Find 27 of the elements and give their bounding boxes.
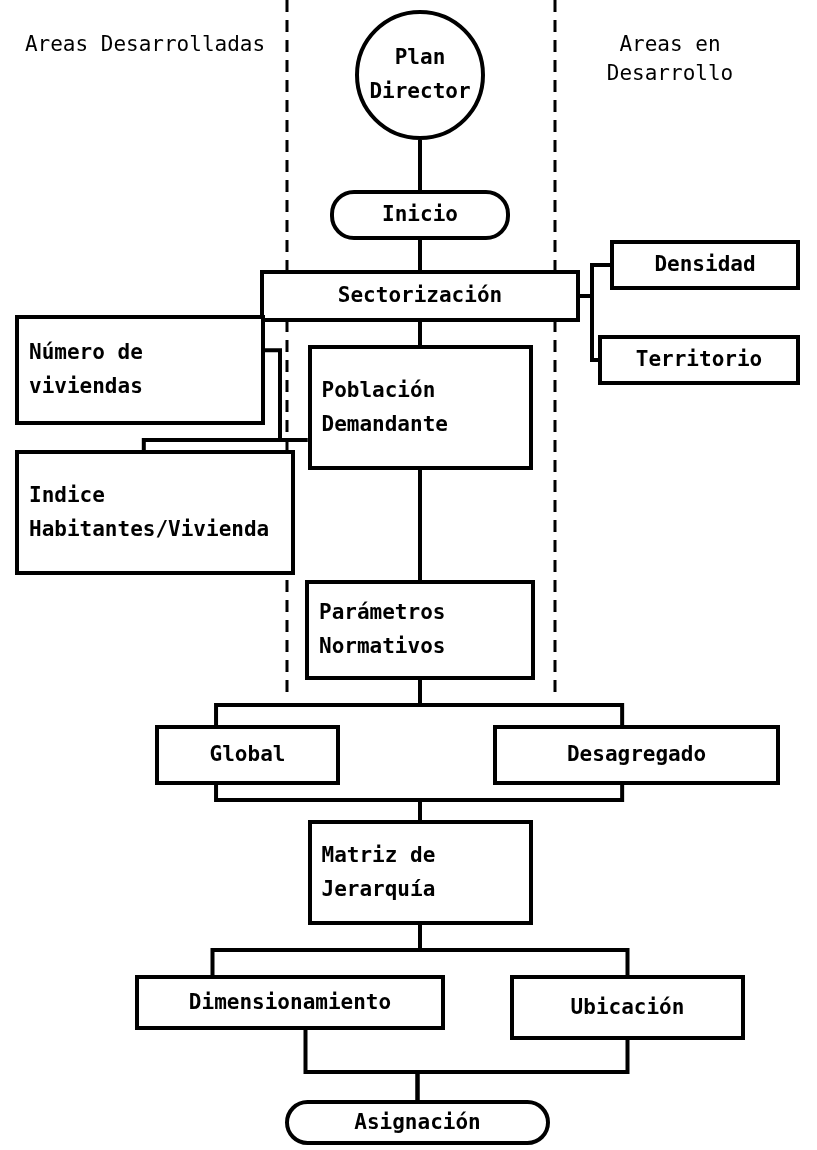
process-box: Desagregado (493, 725, 780, 785)
connector-line (418, 925, 630, 975)
process-box: Matriz de Jerarquía (307, 820, 533, 925)
connector-line (580, 294, 598, 362)
terminal-node: Asignación (285, 1100, 550, 1145)
process-box: Sectorización (260, 270, 580, 322)
process-box: Indice Habitantes/Vivienda (15, 450, 295, 575)
process-box: Población Demandante (307, 345, 533, 470)
terminal-node: Inicio (330, 190, 510, 240)
process-box: Dimensionamiento (135, 975, 445, 1030)
process-box: Territorio (598, 335, 800, 385)
connector-line (418, 140, 422, 190)
process-box: Número de viviendas (15, 315, 265, 425)
connector-line (418, 322, 422, 345)
connector-line (418, 680, 625, 725)
column-heading: Areas en Desarrollo (605, 31, 735, 88)
connector-line (418, 785, 625, 820)
process-box: Ubicación (510, 975, 745, 1040)
process-box: Densidad (610, 240, 800, 290)
column-heading: Areas Desarrolladas (23, 31, 267, 58)
circle-node: Plan Director (355, 10, 485, 140)
connector-line (141, 438, 308, 450)
connector-line (418, 240, 422, 270)
process-box: Global (155, 725, 340, 785)
process-box: Parámetros Normativos (305, 580, 535, 680)
connector-line (418, 470, 422, 580)
connector-line (415, 1040, 630, 1100)
